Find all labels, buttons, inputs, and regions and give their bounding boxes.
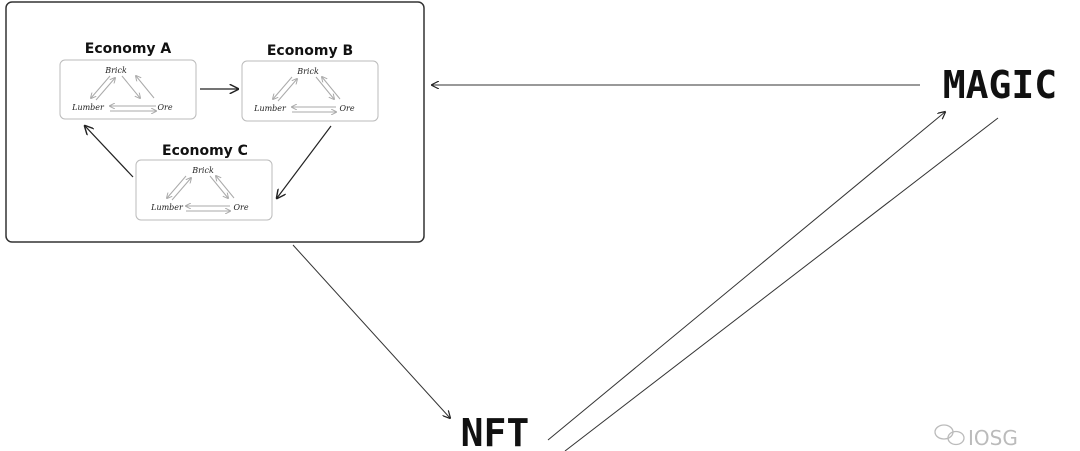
economy-a: Economy A Brick Lumber Ore bbox=[59, 41, 197, 120]
node-lumber: Lumber bbox=[150, 203, 184, 212]
economy-c: Economy C Brick Lumber Ore bbox=[135, 143, 273, 221]
node-lumber: Lumber bbox=[71, 103, 105, 112]
economy-c-title: Economy C bbox=[162, 143, 248, 159]
node-ore: Ore bbox=[233, 203, 248, 212]
node-brick: Brick bbox=[104, 66, 127, 75]
economy-b-title: Economy B bbox=[267, 43, 353, 59]
node-lumber: Lumber bbox=[253, 104, 287, 113]
node-ore: Ore bbox=[157, 103, 172, 112]
magic-label: MAGIC bbox=[943, 63, 1057, 107]
economy-arrows bbox=[85, 89, 332, 198]
economy-a-title: Economy A bbox=[85, 41, 172, 57]
watermark: IOSG bbox=[934, 424, 1018, 450]
economy-b: Economy B Brick Lumber Ore bbox=[241, 43, 379, 122]
watermark-text: IOSG bbox=[968, 426, 1018, 450]
wechat-icon bbox=[934, 424, 965, 446]
node-brick: Brick bbox=[296, 67, 319, 76]
nft-label: NFT bbox=[461, 411, 530, 451]
flow-arrows bbox=[292, 85, 999, 451]
outer-frame bbox=[5, 1, 425, 243]
node-brick: Brick bbox=[191, 166, 214, 175]
node-ore: Ore bbox=[339, 104, 354, 113]
